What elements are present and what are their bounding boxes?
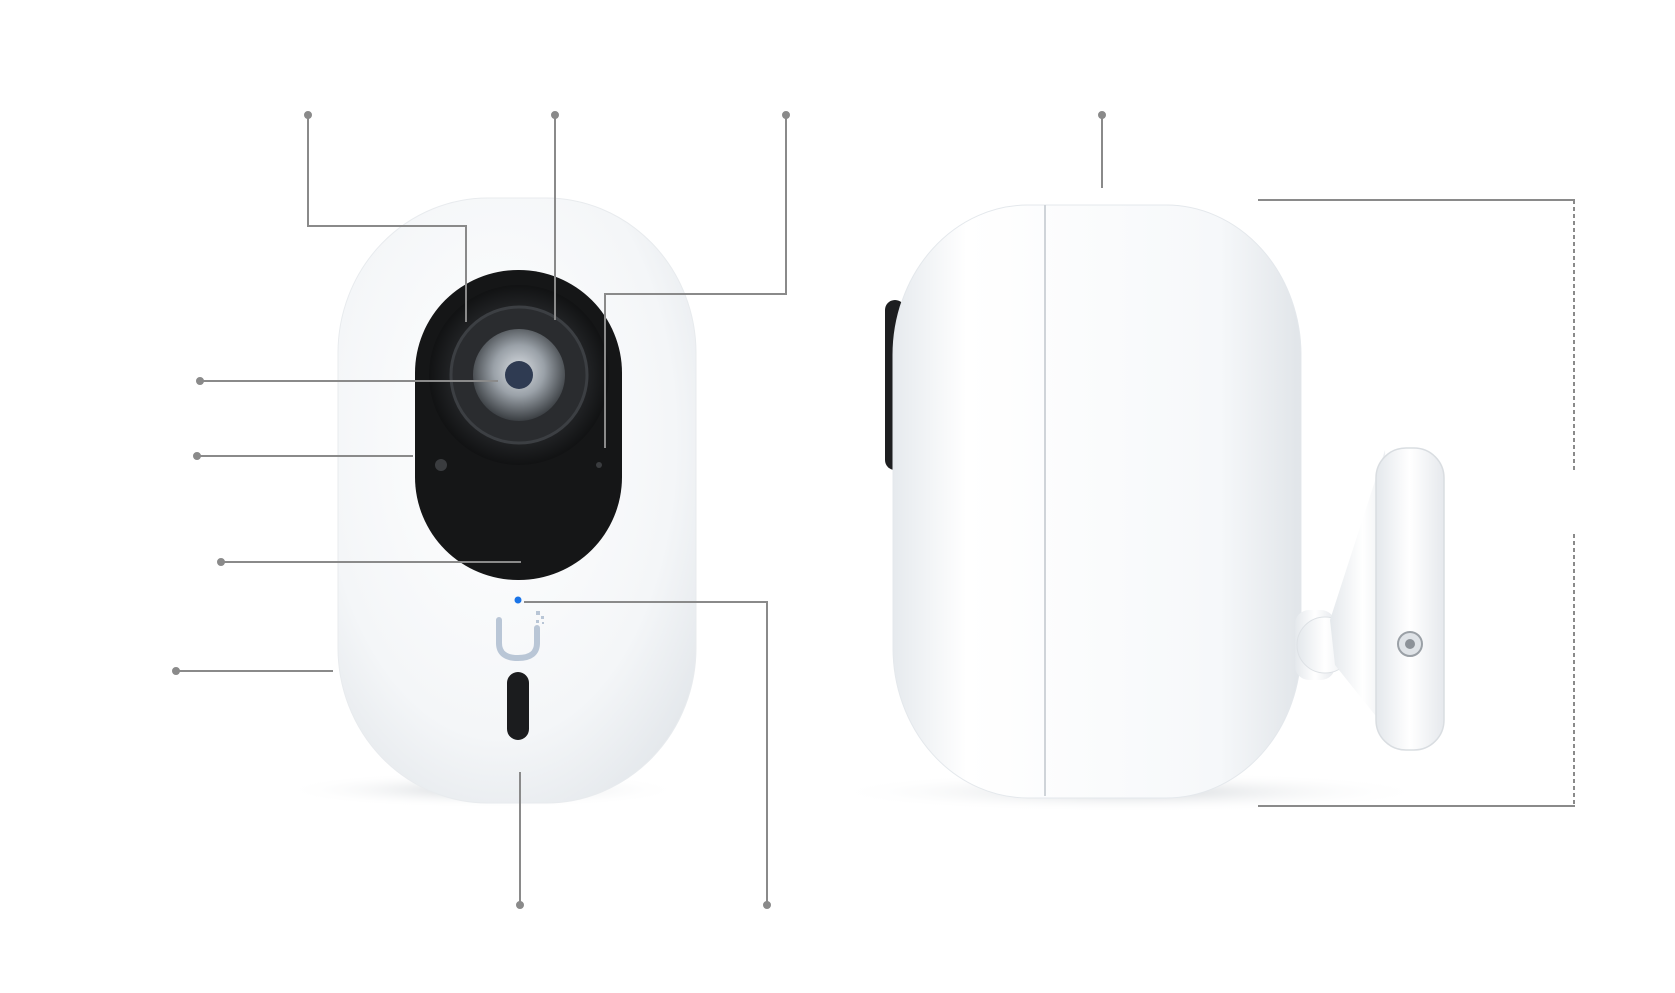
front-view: [283, 197, 697, 808]
lens-pupil: [505, 361, 533, 389]
callout-status-led: [524, 601, 768, 905]
pir-sensor: [507, 672, 529, 740]
side-view: [830, 204, 1445, 812]
callout-sensor-top-left: [307, 115, 467, 322]
status-led: [514, 596, 522, 604]
callout-ir-right: [604, 115, 787, 448]
callouts: [172, 111, 1106, 909]
ambient-sensor-dot: [435, 459, 447, 471]
height-dimension: [1258, 199, 1575, 807]
mount-plate: [1375, 447, 1445, 751]
ir-sensor-dot: [596, 462, 602, 468]
ui-logo-icon: [496, 611, 544, 662]
wall-mount: [1295, 447, 1445, 751]
side-housing: [892, 204, 1302, 799]
